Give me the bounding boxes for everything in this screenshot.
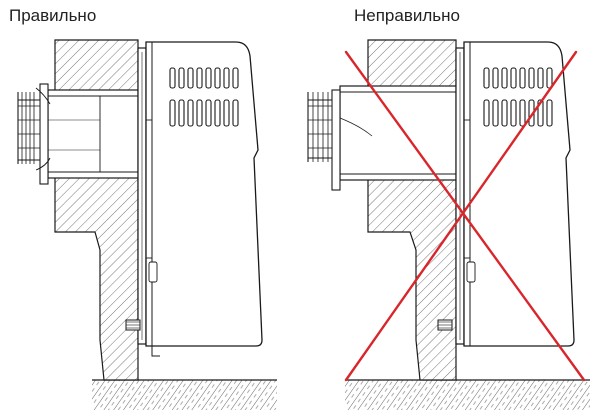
- exterior-terminal: [17, 83, 51, 185]
- caption-incorrect: Неправильно: [354, 6, 460, 25]
- floor-slab: [345, 380, 590, 410]
- vent-slots-lower: [169, 99, 239, 127]
- panel-correct: [17, 39, 277, 410]
- wall-sleeve: [47, 89, 139, 179]
- convector-heater: [463, 41, 575, 347]
- floor-slab: [92, 380, 277, 410]
- wall-sleeve: [339, 85, 457, 181]
- vent-slots-upper: [483, 67, 553, 89]
- exterior-terminal: [307, 89, 341, 191]
- vent-slots-upper: [169, 67, 239, 89]
- incorrect-cross-mark: [344, 50, 586, 382]
- convector-heater: [145, 41, 263, 357]
- vent-slots-lower: [483, 99, 553, 127]
- caption-correct: Правильно: [9, 6, 97, 25]
- panel-incorrect: [307, 39, 590, 410]
